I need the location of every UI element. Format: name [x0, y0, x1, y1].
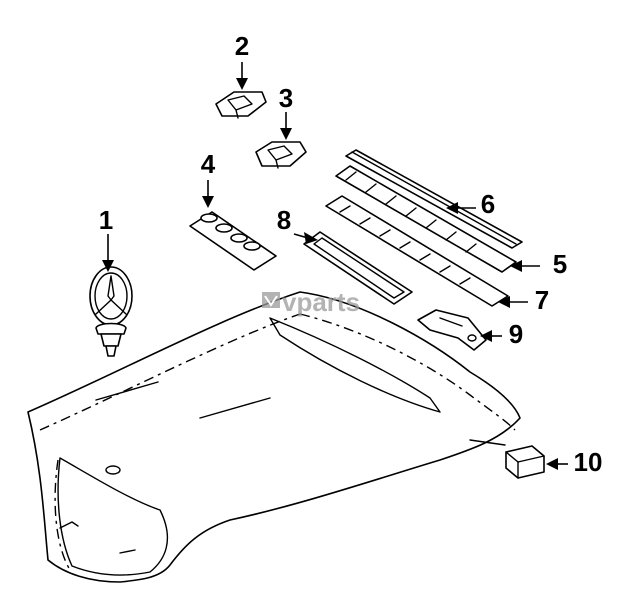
callout-6: 6 — [481, 189, 495, 219]
callout-numbers: 1 2 3 4 5 6 7 8 9 10 — [99, 31, 603, 477]
part-8-seal-frame — [303, 231, 413, 305]
callout-7: 7 — [535, 285, 549, 315]
callout-1: 1 — [99, 205, 113, 235]
callout-4: 4 — [201, 149, 216, 179]
callout-10: 10 — [574, 447, 603, 477]
part-2-clip — [215, 91, 267, 119]
vparts-watermark: vparts — [262, 287, 360, 317]
watermark-text: vparts — [282, 287, 360, 317]
part-1-star-ornament — [89, 266, 133, 357]
callout-8: 8 — [277, 205, 291, 235]
callout-3: 3 — [279, 83, 293, 113]
callout-5: 5 — [553, 249, 567, 279]
callout-2: 2 — [235, 31, 249, 61]
part-3-clip — [255, 141, 307, 169]
vparts-logo-mark-icon — [262, 292, 280, 308]
part-5-grille — [335, 165, 517, 273]
part-9-bracket — [417, 309, 487, 351]
part-10-block — [505, 445, 545, 479]
callout-9: 9 — [509, 319, 523, 349]
part-7-lower-grille — [325, 195, 509, 307]
part-6-upper-strip — [345, 149, 523, 249]
part-4-cover-strip — [189, 211, 277, 271]
leader-lines — [102, 62, 568, 470]
hood-panel — [27, 291, 521, 583]
